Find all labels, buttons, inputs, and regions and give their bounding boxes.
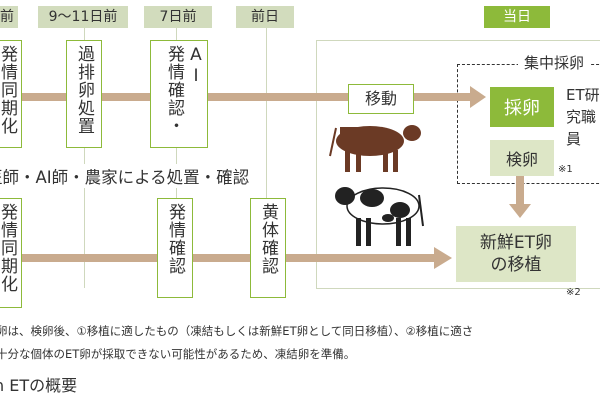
row1-box3-estrus: 発情確認・ bbox=[164, 45, 184, 135]
fresh-et-transfer-box: 新鮮ET卵 の移植 bbox=[456, 226, 576, 282]
column-label-today: 当日 bbox=[484, 6, 550, 28]
row1-flow-bar bbox=[0, 93, 470, 101]
note-2: ※2 bbox=[566, 287, 581, 298]
row2-box-estrus: 発情確認 bbox=[157, 198, 193, 298]
row1-box-ai-estrus: AI 発情確認・ bbox=[150, 40, 208, 148]
timeline-line-2 bbox=[84, 28, 85, 288]
row2-arrowhead bbox=[434, 247, 452, 269]
down-arrow-head bbox=[509, 204, 531, 218]
note-1: ※1 bbox=[558, 164, 573, 175]
timeline-line-4 bbox=[266, 28, 267, 288]
footnote-line-1: 卵は、検卵後、①移植に適したもの（凍結もしくは新鮮ET卵として同日移植）、②移植… bbox=[0, 324, 474, 338]
focus-collection-label: 集中採卵 bbox=[518, 52, 591, 74]
move-label: 移動 bbox=[348, 84, 414, 114]
today-frame bbox=[316, 40, 600, 289]
brown-cow-icon bbox=[329, 125, 421, 172]
column-label-4: 前日 bbox=[236, 6, 294, 28]
et-staff-label: ET研究職員 bbox=[566, 86, 600, 148]
fresh-et-line2: の移植 bbox=[490, 255, 542, 275]
egg-inspection-box: 検卵 bbox=[490, 140, 554, 176]
fresh-et-line1: 新鮮ET卵 bbox=[479, 233, 553, 253]
row2-box-synchronization: 発情同期化 bbox=[0, 198, 22, 308]
row1-box-synchronization: 発情同期化 bbox=[0, 40, 22, 148]
down-arrow-shaft bbox=[516, 176, 524, 204]
row2-box-corpus-luteum: 黄体確認 bbox=[250, 198, 286, 298]
column-label-2: 9～11日前 bbox=[38, 6, 128, 28]
holstein-cow-icon bbox=[335, 187, 424, 246]
row1-box3-ai: AI bbox=[186, 45, 206, 87]
figure-title: n ETの概要 bbox=[0, 376, 78, 395]
footnote-line-2: 十分な個体のET卵が採取できない可能性があるため、凍結卵を準備。 bbox=[0, 347, 356, 361]
timeline-line-3 bbox=[176, 28, 177, 288]
row2-flow-bar bbox=[0, 254, 434, 262]
column-label-1: 前 bbox=[0, 6, 18, 28]
row1-arrowhead bbox=[470, 86, 486, 108]
column-label-3: 7日前 bbox=[144, 6, 212, 28]
row-label-treatment: 医師・AI師・農家による処置・確認 bbox=[0, 164, 254, 188]
egg-collection-box: 採卵 bbox=[490, 87, 554, 127]
row1-box-superovulation: 過排卵処置 bbox=[66, 40, 102, 148]
